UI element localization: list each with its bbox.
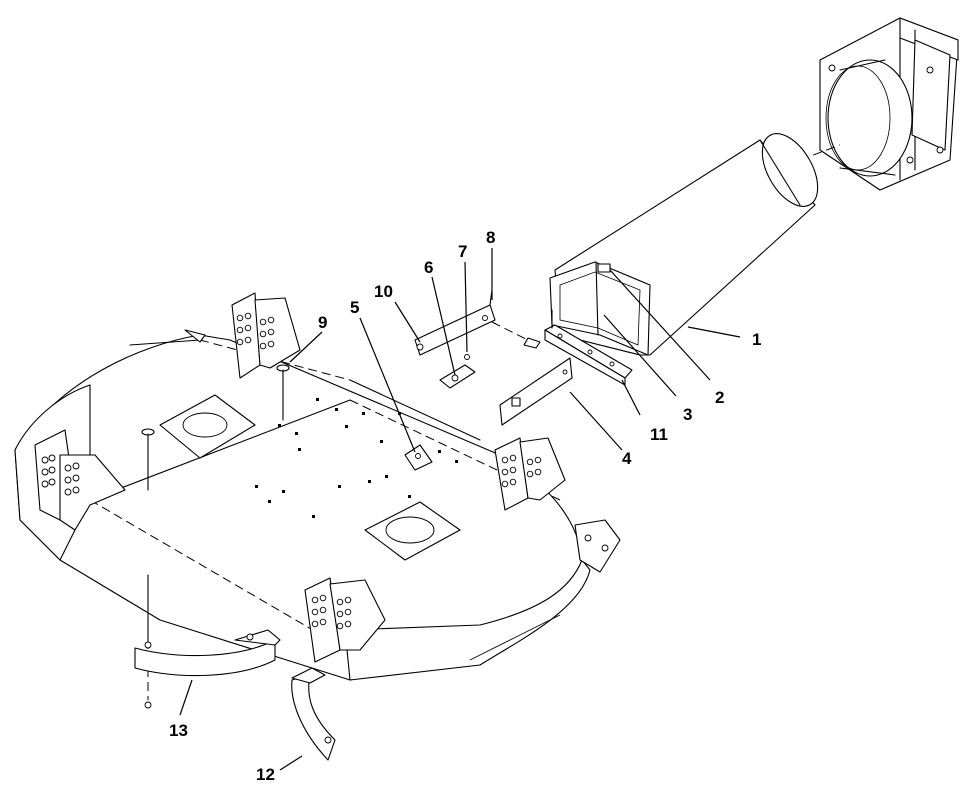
baffle-bracket-upper: [184, 292, 301, 379]
callout-4: 4: [622, 449, 632, 468]
callout-3: 3: [683, 405, 692, 424]
latch-bracket: [414, 289, 541, 389]
callout-5: 5: [350, 298, 359, 317]
chute-deflector: [291, 667, 336, 761]
deck-holes: [255, 398, 458, 518]
callout-11: 11: [650, 425, 668, 444]
deflector-plate: [499, 357, 573, 426]
baffle-bracket-front: [304, 577, 386, 663]
callout-9: 9: [318, 313, 327, 332]
baffle-bracket-right: [494, 437, 621, 573]
callout-2: 2: [715, 388, 724, 407]
callout-8: 8: [486, 228, 495, 247]
blower-housing: [799, 17, 959, 191]
callout-7: 7: [458, 242, 467, 261]
callout-12: 12: [256, 765, 275, 784]
mower-deck: [14, 334, 591, 681]
baffle-bracket-left: [34, 429, 126, 531]
discharge-tube: [549, 133, 819, 356]
callout-6: 6: [424, 258, 433, 277]
callout-10: 10: [374, 282, 393, 301]
callout-1: 1: [752, 330, 761, 349]
leader-lines: [179, 248, 741, 771]
callout-13: 13: [169, 721, 188, 740]
rear-skirt-piece: [134, 629, 281, 677]
callout-labels: 1 2 3 4 5 6 7 8 9 10 11 12 13: [169, 228, 761, 784]
